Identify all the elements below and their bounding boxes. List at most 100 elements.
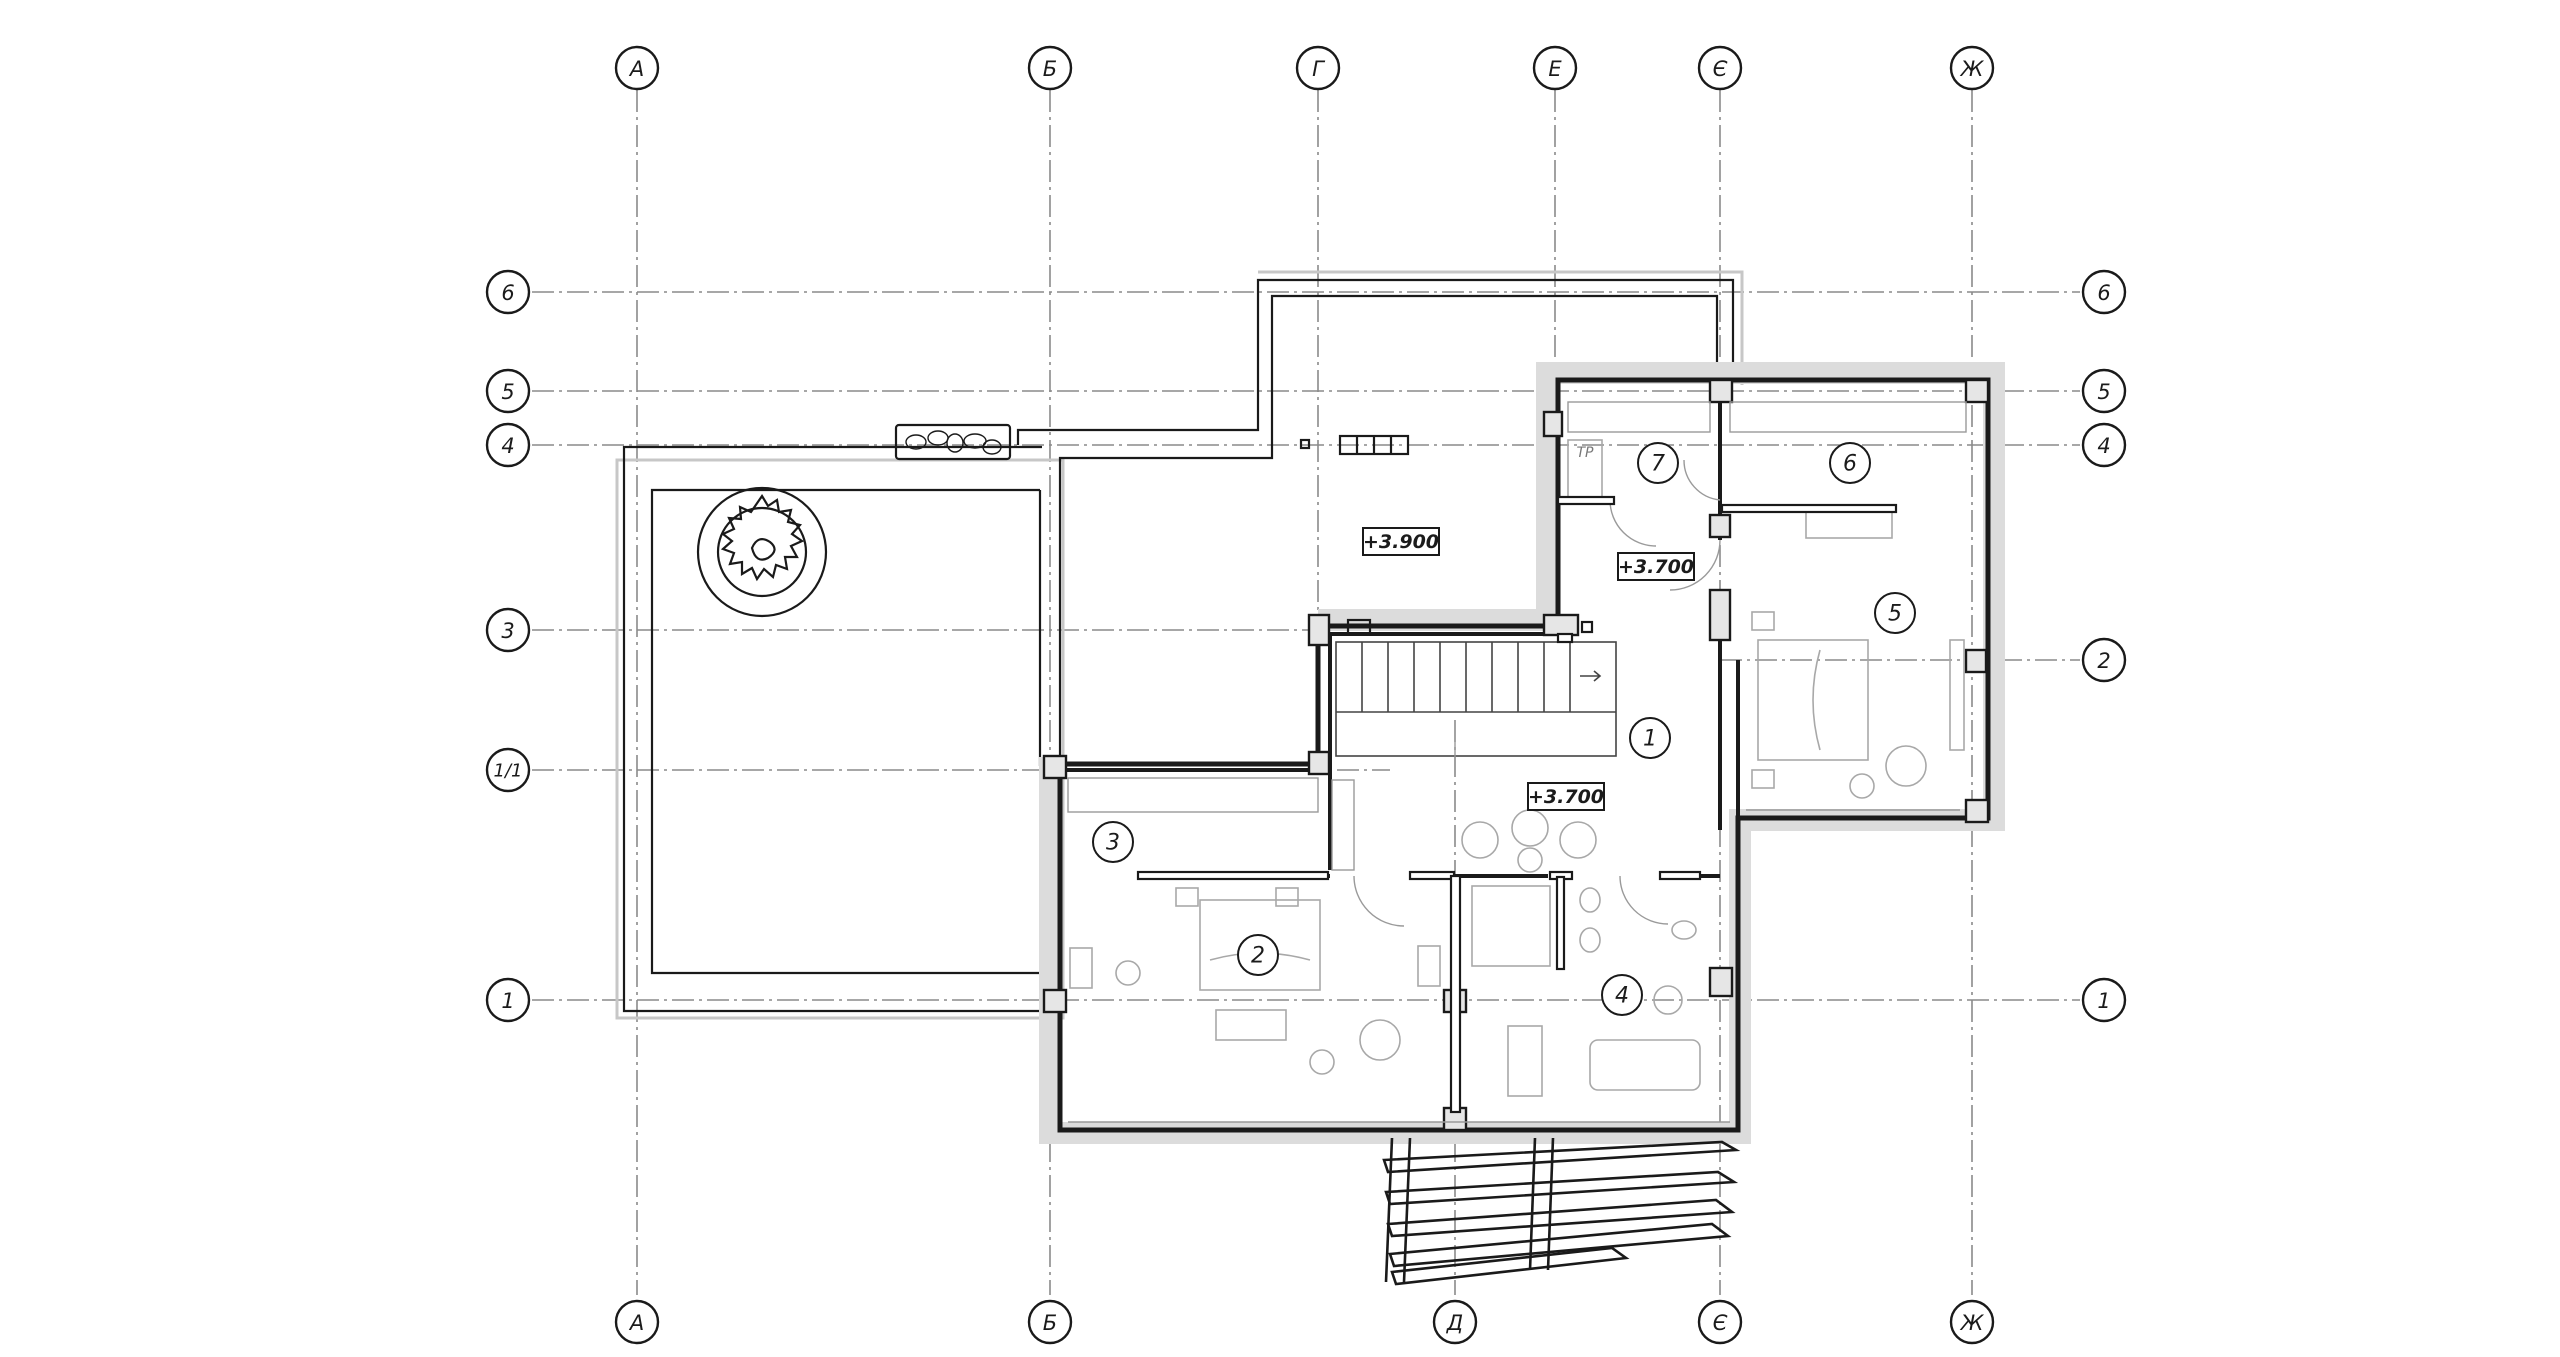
table-icon xyxy=(1517,847,1543,873)
bathtub xyxy=(1589,1039,1701,1091)
partition xyxy=(1556,632,1574,644)
room-number-3: 3 xyxy=(1106,831,1120,856)
axis-bubble-top-ye xyxy=(1697,45,1743,91)
axis-bubble-bottom-b xyxy=(1027,1299,1073,1345)
axis-label-right-2: 2 xyxy=(2097,649,2110,673)
tv-unit xyxy=(1417,945,1441,987)
level-mark-roof xyxy=(1362,527,1440,556)
room-marker-5 xyxy=(1874,592,1916,634)
column xyxy=(1708,378,1734,404)
plant-icon xyxy=(1115,960,1141,986)
room-number-5: 5 xyxy=(1888,602,1902,627)
axis-bubble-bottom-a xyxy=(614,1299,660,1345)
axis-bubble-bottom-ye xyxy=(1697,1299,1743,1345)
partitions xyxy=(1136,495,1898,1114)
stair-treads xyxy=(1361,642,1571,712)
partition xyxy=(1408,870,1456,881)
axis-bubble-right-5 xyxy=(2081,368,2127,414)
room-marker-7 xyxy=(1637,442,1679,484)
axis-label-bottom-ye: Є xyxy=(1713,1311,1728,1335)
axis-bubbles: А Б Г Е Є Ж А Б Д Є Ж 6 5 4 3 1/1 1 xyxy=(485,45,2127,1345)
level-corridor-text: +3.700 xyxy=(1618,556,1694,578)
door-swing xyxy=(1353,875,1405,927)
column xyxy=(1542,613,1580,637)
chair-icon xyxy=(1511,809,1549,847)
terrace-inner-line xyxy=(650,488,1050,975)
upper-roof-inner xyxy=(1058,294,1719,766)
axis-label-right-4: 4 xyxy=(2097,434,2110,458)
partition xyxy=(1658,870,1702,881)
axis-label-bottom-d: Д xyxy=(1446,1311,1463,1335)
partition xyxy=(1136,870,1330,881)
door-swing xyxy=(1619,875,1669,925)
room-marker-4 xyxy=(1601,974,1643,1016)
level-marks: +3.900 +3.700 +3.700 xyxy=(1362,527,1695,811)
door-swing xyxy=(1683,459,1721,501)
column xyxy=(1708,588,1732,642)
partition xyxy=(1449,874,1462,1114)
chair-icon xyxy=(1461,821,1499,859)
bed-room-2 xyxy=(1199,899,1321,991)
axis-bubble-right-6 xyxy=(2081,269,2127,315)
axis-grid xyxy=(532,90,2080,1295)
room-number-6: 6 xyxy=(1843,452,1857,477)
axis-bubble-top-a xyxy=(614,45,660,91)
axis-label-left-6: 6 xyxy=(501,281,514,305)
stair-outline xyxy=(1335,641,1617,757)
column xyxy=(1708,513,1732,539)
plant-icon xyxy=(1309,1049,1335,1075)
chair-icon xyxy=(1559,821,1597,859)
column xyxy=(1964,378,1990,404)
room-number-7: 7 xyxy=(1651,452,1665,477)
door-swing xyxy=(1669,539,1721,591)
columns xyxy=(1042,378,1990,1132)
stair-hatch xyxy=(1346,618,1372,636)
sink-icon xyxy=(1579,887,1601,913)
level-mark-hall xyxy=(1527,782,1605,811)
terrace-steps xyxy=(1382,1137,1741,1286)
axis-label-top-e: Е xyxy=(1548,57,1562,81)
axis-bubble-top-b xyxy=(1027,45,1073,91)
partition xyxy=(1556,495,1616,506)
axis-bubble-left-6 xyxy=(485,269,531,315)
tv-unit xyxy=(1949,639,1965,751)
wardrobe-room-7 xyxy=(1567,401,1711,433)
furniture: ТР xyxy=(1068,439,1965,1123)
plant-icon xyxy=(1849,773,1875,799)
desk-room-5 xyxy=(1805,511,1893,539)
level-hall-text: +3.700 xyxy=(1528,786,1604,808)
vent-grille-slots xyxy=(905,430,1002,455)
roof-outline xyxy=(615,270,1744,1020)
tree-icon xyxy=(696,486,828,618)
toilet-icon xyxy=(1671,920,1697,940)
axis-bubble-top-zh xyxy=(1949,45,1995,91)
tech-room-tag: ТР xyxy=(1577,445,1595,461)
nightstand xyxy=(1175,887,1199,907)
axis-label-bottom-zh: Ж xyxy=(1959,1311,1985,1335)
stair-wall xyxy=(1316,626,1555,772)
axis-bubble-top-e xyxy=(1532,45,1578,91)
dresser xyxy=(1069,947,1093,989)
axis-bubble-left-4 xyxy=(485,422,531,468)
plant-icon xyxy=(1653,985,1683,1015)
room-numbers: 1 2 3 4 5 6 7 xyxy=(1092,442,1916,1016)
upper-roof-parapet xyxy=(1258,270,1744,385)
upper-roof-outer xyxy=(1016,278,1735,445)
wardrobe-room-6 xyxy=(1729,401,1967,433)
axis-bubble-bottom-d xyxy=(1432,1299,1478,1345)
nightstand xyxy=(1751,769,1775,789)
axis-label-right-1: 1 xyxy=(2097,989,2110,1013)
axis-bubble-right-1 xyxy=(2081,977,2127,1023)
door-swing xyxy=(1609,499,1657,547)
axis-label-left-3: 3 xyxy=(501,619,514,643)
axis-bubble-top-g xyxy=(1295,45,1341,91)
axis-label-right-5: 5 xyxy=(2097,380,2110,404)
nightstand xyxy=(1751,611,1775,631)
small-vent xyxy=(1580,620,1594,634)
column xyxy=(1964,798,1990,824)
axis-label-top-ye: Є xyxy=(1713,57,1728,81)
room-number-4: 4 xyxy=(1615,984,1629,1009)
terrace-outer-line xyxy=(622,445,1050,1013)
stair-arrow-icon xyxy=(1580,670,1602,682)
